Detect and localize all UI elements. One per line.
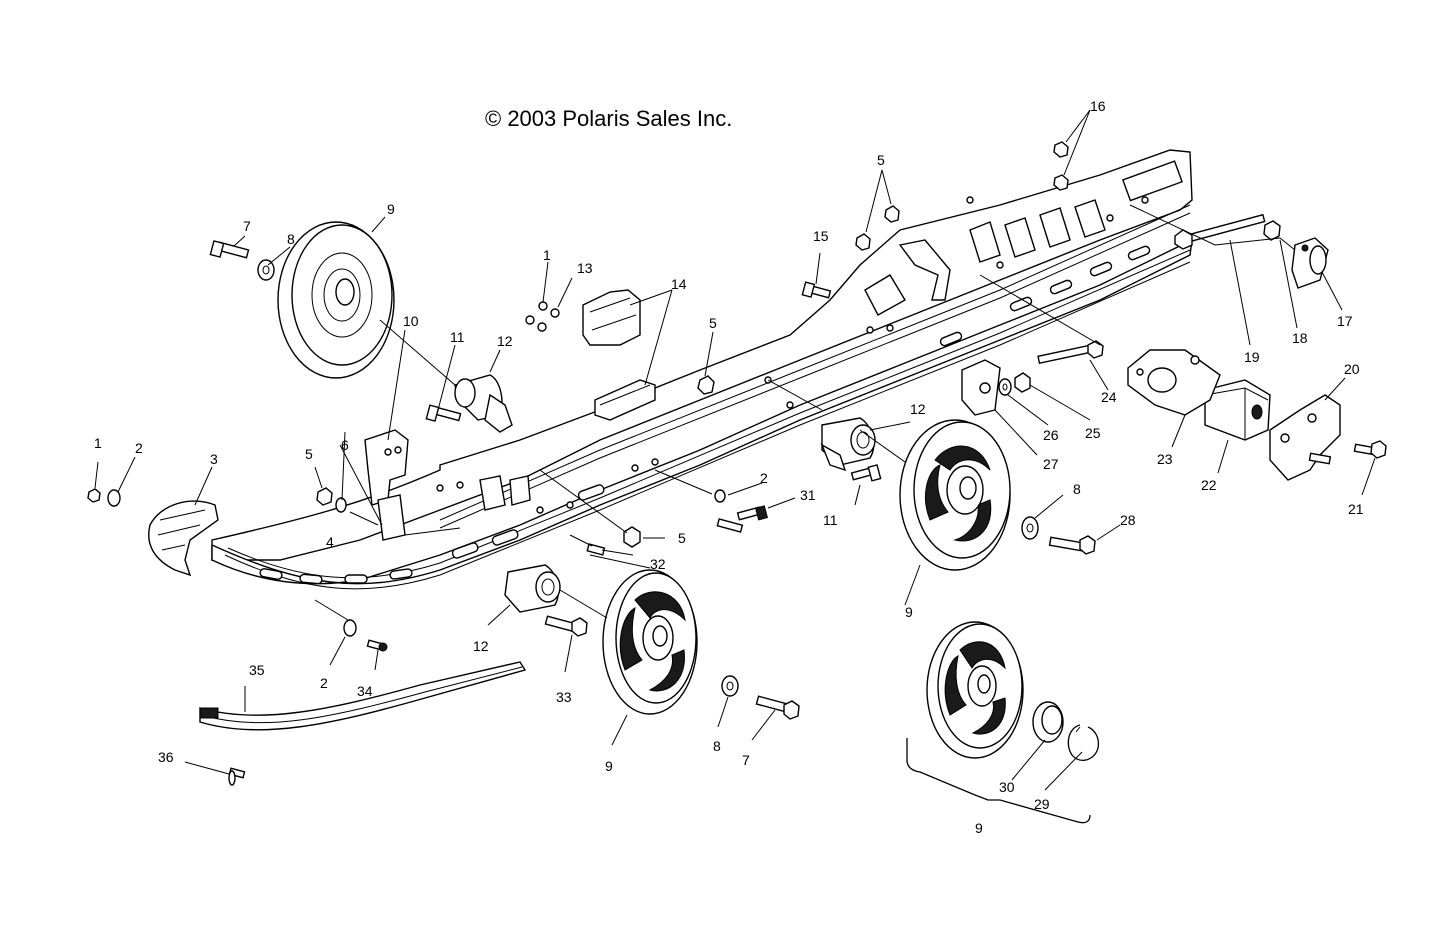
callout-13: 13 <box>577 260 593 276</box>
axle-bracket-12-lower <box>504 564 561 613</box>
callout-8-mid: 8 <box>1073 481 1081 497</box>
leader-lines <box>94 109 1376 791</box>
axle-bracket-12-upper <box>454 374 513 433</box>
rear-plate-20 <box>1269 394 1341 481</box>
callout-35: 35 <box>249 662 265 678</box>
callout-18: 18 <box>1292 330 1308 346</box>
rear-block-22 <box>1204 379 1271 441</box>
callout-8-top: 8 <box>287 231 295 247</box>
idler-wheel-exploded <box>906 621 1100 824</box>
callout-12-low: 12 <box>473 638 489 654</box>
callout-8-low: 8 <box>713 738 721 754</box>
callout-9-mid: 9 <box>905 604 913 620</box>
callout-25: 25 <box>1085 425 1101 441</box>
callout-26: 26 <box>1043 427 1059 443</box>
callout-5-mid: 5 <box>678 530 686 546</box>
callout-24: 24 <box>1101 389 1117 405</box>
callout-14: 14 <box>671 276 687 292</box>
rear-bracket-23 <box>1127 349 1221 416</box>
callout-6: 6 <box>341 437 349 453</box>
callout-31: 31 <box>800 487 816 503</box>
rail-tip-3 <box>148 500 219 577</box>
callout-10: 10 <box>403 313 419 329</box>
callout-28: 28 <box>1120 512 1136 528</box>
callout-29: 29 <box>1034 796 1050 812</box>
callout-12-top: 12 <box>497 333 513 349</box>
callout-12-mid: 12 <box>910 401 926 417</box>
copyright-text: © 2003 Polaris Sales Inc. <box>485 106 732 131</box>
callout-9-top: 9 <box>387 201 395 217</box>
callout-2-left: 2 <box>135 440 143 456</box>
fasteners <box>87 141 1387 786</box>
block-27 <box>961 359 1001 416</box>
callout-5-left: 5 <box>305 446 313 462</box>
callout-34: 34 <box>357 683 373 699</box>
callout-5-center: 5 <box>709 315 717 331</box>
callout-21: 21 <box>1348 501 1364 517</box>
callout-16: 16 <box>1090 98 1106 114</box>
idler-wheel-lower <box>602 569 698 715</box>
spacer-17 <box>1291 237 1329 289</box>
callout-20: 20 <box>1344 361 1360 377</box>
callout-9-low: 9 <box>605 758 613 774</box>
callout-17: 17 <box>1337 313 1353 329</box>
callout-11-mid: 11 <box>823 512 838 528</box>
callout-36: 36 <box>158 749 174 765</box>
idler-wheel-mid-right <box>899 419 1011 571</box>
callout-30: 30 <box>999 779 1015 795</box>
stop-block-14 <box>582 289 656 421</box>
callout-labels: 1 1 2 2 2 3 4 5 5 5 5 6 7 7 8 8 8 9 9 9 … <box>94 98 1364 836</box>
callout-32: 32 <box>650 556 666 572</box>
callout-2-low: 2 <box>320 675 328 691</box>
callout-1-left: 1 <box>94 435 102 451</box>
slide-35 <box>199 661 527 731</box>
callout-5-top: 5 <box>877 152 885 168</box>
callout-7-top: 7 <box>243 218 251 234</box>
callout-22: 22 <box>1201 477 1217 493</box>
callout-33: 33 <box>556 689 572 705</box>
bracket-4 <box>364 429 409 541</box>
rail-assembly <box>211 149 1193 590</box>
axle-bracket-12-mid <box>820 417 876 472</box>
callout-9-exploded: 9 <box>975 820 983 836</box>
callout-3: 3 <box>210 451 218 467</box>
callout-23: 23 <box>1157 451 1173 467</box>
callout-15: 15 <box>813 228 829 244</box>
callout-7-low: 7 <box>742 752 750 768</box>
idler-wheel-upper-left <box>277 221 395 379</box>
callout-19: 19 <box>1244 349 1260 365</box>
callout-2-mid: 2 <box>760 470 768 486</box>
callout-4: 4 <box>326 534 334 550</box>
callout-11-top: 11 <box>450 329 465 345</box>
callout-1-top: 1 <box>543 247 551 263</box>
callout-27: 27 <box>1043 456 1059 472</box>
